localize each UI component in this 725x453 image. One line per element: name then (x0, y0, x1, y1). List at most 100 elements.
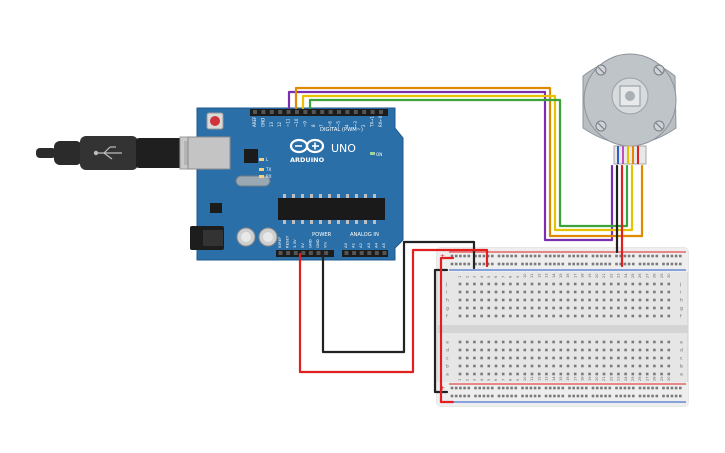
breadboard-hole[interactable] (530, 290, 534, 294)
breadboard-hole[interactable] (581, 356, 584, 360)
breadboard-hole[interactable] (600, 262, 603, 266)
breadboard-hole[interactable] (595, 364, 599, 368)
breadboard-hole[interactable] (631, 340, 635, 344)
breadboard-hole[interactable] (537, 290, 541, 294)
digital-pin[interactable] (328, 110, 333, 114)
breadboard-hole[interactable] (645, 298, 649, 302)
breadboard-hole[interactable] (645, 306, 649, 310)
breadboard-hole[interactable] (497, 386, 501, 390)
breadboard-hole[interactable] (486, 394, 490, 398)
breadboard-hole[interactable] (619, 254, 622, 258)
breadboard-hole[interactable] (617, 340, 620, 344)
breadboard-hole[interactable] (591, 254, 595, 258)
breadboard-hole[interactable] (679, 394, 682, 398)
breadboard-hole[interactable] (588, 314, 591, 318)
digital-pin[interactable] (320, 110, 325, 114)
breadboard-hole[interactable] (588, 348, 591, 352)
breadboard-hole[interactable] (602, 340, 606, 344)
breadboard-hole[interactable] (474, 262, 477, 266)
breadboard-hole[interactable] (647, 262, 650, 266)
breadboard-hole[interactable] (497, 394, 501, 398)
breadboard-hole[interactable] (530, 298, 534, 302)
breadboard-hole[interactable] (667, 306, 671, 310)
breadboard-hole[interactable] (624, 372, 627, 376)
breadboard-hole[interactable] (501, 356, 505, 360)
breadboard-hole[interactable] (509, 356, 512, 360)
breadboard-hole[interactable] (572, 254, 575, 258)
breadboard-hole[interactable] (588, 340, 591, 344)
breadboard-hole[interactable] (537, 356, 541, 360)
breadboard-hole[interactable] (666, 254, 669, 258)
breadboard-hole[interactable] (581, 314, 584, 318)
breadboard-hole[interactable] (568, 394, 571, 398)
breadboard-hole[interactable] (487, 356, 491, 360)
breadboard-hole[interactable] (568, 254, 571, 258)
breadboard-hole[interactable] (670, 254, 674, 258)
breadboard-hole[interactable] (523, 306, 527, 310)
power-pin[interactable] (286, 251, 291, 255)
breadboard-hole[interactable] (581, 306, 584, 310)
breadboard-hole[interactable] (537, 306, 541, 310)
breadboard-hole[interactable] (458, 340, 462, 344)
breadboard-hole[interactable] (617, 290, 620, 294)
breadboard-hole[interactable] (454, 386, 458, 390)
breadboard-hole[interactable] (615, 394, 618, 398)
breadboard-hole[interactable] (655, 386, 659, 390)
breadboard-hole[interactable] (566, 364, 570, 368)
breadboard-hole[interactable] (660, 298, 663, 302)
breadboard-hole[interactable] (509, 372, 512, 376)
breadboard-hole[interactable] (465, 372, 469, 376)
breadboard-hole[interactable] (506, 262, 509, 266)
wire-orange[interactable] (294, 86, 644, 238)
breadboard-hole[interactable] (480, 282, 483, 286)
breadboard-hole[interactable] (580, 262, 584, 266)
breadboard-hole[interactable] (458, 356, 462, 360)
breadboard-hole[interactable] (581, 364, 584, 368)
breadboard-hole[interactable] (602, 290, 606, 294)
breadboard-hole[interactable] (585, 394, 588, 398)
breadboard-hole[interactable] (666, 394, 669, 398)
wires[interactable] (287, 86, 644, 404)
breadboard-hole[interactable] (591, 386, 595, 390)
breadboard-hole[interactable] (645, 314, 649, 318)
breadboard-hole[interactable] (623, 386, 627, 390)
breadboard-hole[interactable] (573, 298, 577, 302)
breadboard-hole[interactable] (506, 386, 509, 390)
breadboard-hole[interactable] (559, 372, 563, 376)
breadboard-hole[interactable] (509, 282, 512, 286)
breadboard-hole[interactable] (516, 290, 519, 294)
breadboard-hole[interactable] (538, 394, 541, 398)
breadboard-hole[interactable] (595, 298, 599, 302)
breadboard-hole[interactable] (557, 262, 560, 266)
breadboard-hole[interactable] (653, 314, 656, 318)
breadboard-hole[interactable] (631, 306, 635, 310)
breadboard-hole[interactable] (591, 394, 595, 398)
breadboard-hole[interactable] (609, 306, 613, 310)
breadboard-hole[interactable] (523, 356, 527, 360)
breadboard-hole[interactable] (653, 282, 656, 286)
breadboard-hole[interactable] (516, 364, 519, 368)
digital-header[interactable] (250, 109, 388, 116)
breadboard-hole[interactable] (548, 386, 552, 390)
breadboard-hole[interactable] (545, 290, 548, 294)
breadboard-hole[interactable] (667, 356, 671, 360)
breadboard-hole[interactable] (559, 306, 563, 310)
breadboard-hole[interactable] (552, 340, 555, 344)
breadboard-hole[interactable] (559, 356, 563, 360)
breadboard-hole[interactable] (627, 262, 631, 266)
breadboard-hole[interactable] (588, 372, 591, 376)
breadboard-hole[interactable] (600, 386, 603, 390)
breadboard-hole[interactable] (548, 254, 552, 258)
breadboard-hole[interactable] (530, 314, 534, 318)
power-pin[interactable] (308, 251, 313, 255)
breadboard-hole[interactable] (463, 386, 466, 390)
breadboard-hole[interactable] (638, 290, 642, 294)
breadboard-hole[interactable] (533, 394, 537, 398)
breadboard-hole[interactable] (494, 290, 498, 294)
breadboard-hole[interactable] (561, 386, 565, 390)
breadboard-hole[interactable] (458, 348, 462, 352)
breadboard-hole[interactable] (632, 394, 635, 398)
breadboard-hole[interactable] (459, 394, 462, 398)
digital-pin[interactable] (261, 110, 266, 114)
breadboard-hole[interactable] (465, 314, 469, 318)
